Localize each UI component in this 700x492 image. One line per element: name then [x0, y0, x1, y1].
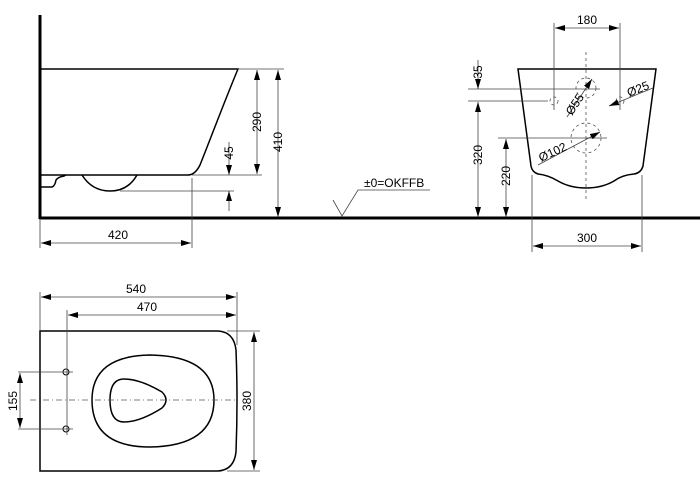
dim-410-label: 410	[271, 132, 285, 152]
dim-420-label: 420	[108, 228, 128, 242]
floor-reference-symbol	[332, 189, 430, 217]
side-view: 290 410 45 420 ±0=OKFFB	[38, 15, 700, 248]
bowl-side-outline	[40, 68, 240, 176]
dim-35-label: 35	[471, 65, 485, 79]
bowl-opening-outline	[109, 378, 167, 423]
dia-102-label: Ø102	[536, 139, 569, 164]
dia-55-leader	[566, 78, 593, 118]
inlet-circle	[575, 77, 597, 99]
dia-55-label: Ø55	[563, 91, 587, 118]
dim-220-label: 220	[499, 166, 513, 186]
dim-300-label: 300	[577, 231, 597, 245]
dim-290-label: 290	[250, 112, 264, 132]
dim-155-label: 155	[6, 391, 20, 411]
dim-320-label: 320	[471, 145, 485, 165]
dim-540-label: 540	[126, 282, 146, 296]
front-view: 180 35 320 220 300 Ø55 Ø25 Ø102	[468, 13, 657, 252]
bowl-top-outline	[39, 330, 238, 472]
bowl-front-outline	[517, 68, 657, 189]
dia-102-leader	[537, 131, 601, 166]
dim-380-label: 380	[240, 391, 254, 411]
bowl-base-detail	[40, 174, 67, 188]
floor-reference-label: ±0=OKFFB	[364, 176, 424, 190]
dim-45-label: 45	[222, 146, 236, 160]
dia-25-label: Ø25	[625, 78, 652, 100]
dim-470-label: 470	[137, 300, 157, 314]
top-view: 540 470 155 380	[6, 282, 260, 472]
dia-25-leader	[608, 87, 654, 107]
dim-180-label: 180	[577, 13, 597, 27]
outlet-curve	[81, 174, 138, 192]
